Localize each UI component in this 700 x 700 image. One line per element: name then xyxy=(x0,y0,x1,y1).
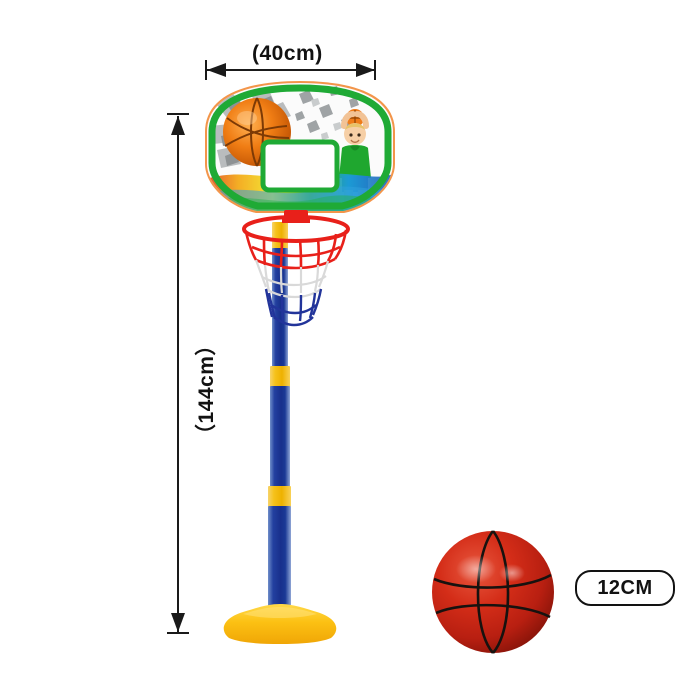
pole-joint-middle-upper xyxy=(270,366,290,388)
ball-size-label-text: 12CM xyxy=(597,576,653,599)
height-dimension-top-tick xyxy=(167,113,189,115)
basketball-backboard xyxy=(203,80,397,218)
ball-size-label: 12CM xyxy=(575,570,675,606)
width-dimension-label: (40cm) xyxy=(252,42,323,65)
height-dimension-line xyxy=(177,116,179,634)
basketball-rim-and-net xyxy=(238,205,358,357)
height-dimension-top-arrowhead xyxy=(171,116,185,135)
weighted-base xyxy=(219,600,341,644)
height-dimension-label: （144cm） xyxy=(195,334,218,445)
mini-basketball xyxy=(430,529,556,655)
width-dimension-left-tick xyxy=(205,60,207,80)
pole-segment-middle xyxy=(270,386,290,488)
pole-joint-top xyxy=(272,222,288,252)
width-dimension-left-arrowhead xyxy=(207,63,226,77)
pole-segment-lower xyxy=(268,506,291,612)
height-dimension-bottom-arrowhead xyxy=(171,613,185,632)
width-dimension-right-arrowhead xyxy=(356,63,375,77)
width-dimension-line xyxy=(207,69,375,71)
pole-joint-middle-lower xyxy=(268,486,291,508)
width-dimension-right-tick xyxy=(374,60,376,80)
